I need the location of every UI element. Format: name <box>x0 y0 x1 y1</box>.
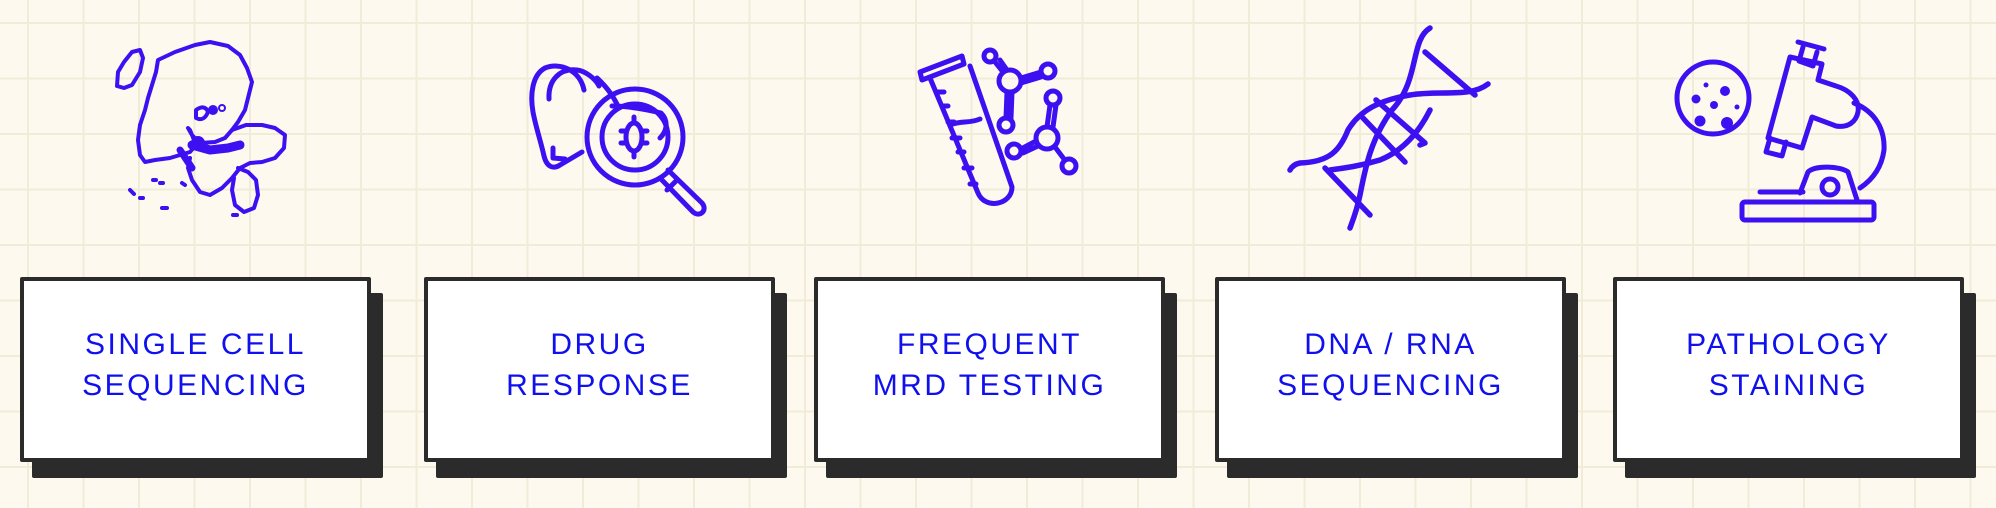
card-drug-response: DRUG RESPONSE <box>424 277 775 462</box>
test-tube-molecule-icon <box>915 40 1095 230</box>
card-dna-rna-sequencing: DNA / RNA SEQUENCING <box>1215 277 1566 462</box>
card-label: SINGLE CELL SEQUENCING <box>82 327 309 402</box>
card-frequent-mrd-testing: FREQUENT MRD TESTING <box>814 277 1165 462</box>
card-label: PATHOLOGY STAINING <box>1686 327 1891 402</box>
ear-magnifier-bug-icon <box>525 40 715 220</box>
card-label: DRUG RESPONSE <box>506 327 693 402</box>
card-pathology-staining: PATHOLOGY STAINING <box>1613 277 1964 462</box>
card-single-cell-sequencing: SINGLE CELL SEQUENCING <box>20 277 371 462</box>
card-label: FREQUENT MRD TESTING <box>872 327 1107 402</box>
single-cell-cluster-icon <box>110 35 300 225</box>
dna-helix-icon <box>1285 22 1500 232</box>
card-label: DNA / RNA SEQUENCING <box>1277 327 1504 402</box>
microscope-icon <box>1670 28 1890 228</box>
